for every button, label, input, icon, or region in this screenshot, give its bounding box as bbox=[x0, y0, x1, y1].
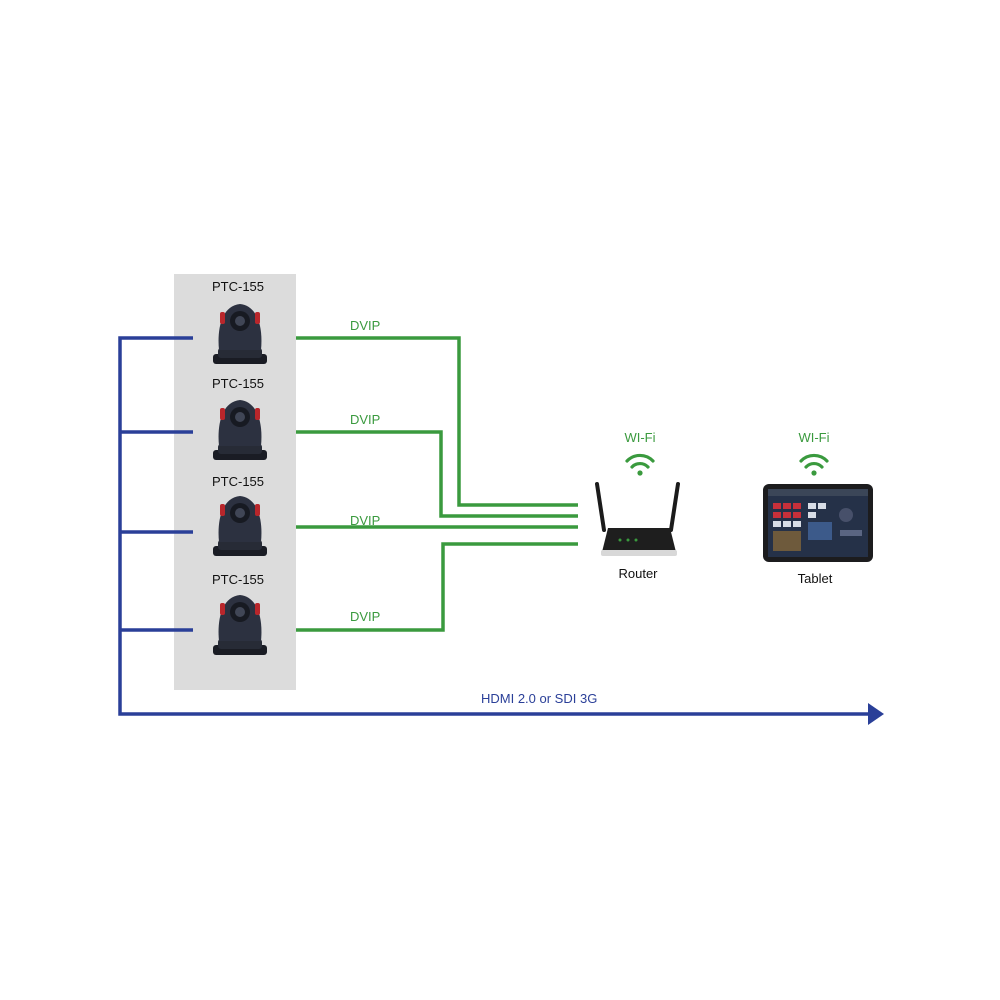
camera-2-label: PTC-155 bbox=[211, 376, 265, 391]
router-icon bbox=[595, 482, 680, 556]
dvip-line-2 bbox=[296, 430, 578, 518]
camera-4 bbox=[213, 595, 267, 655]
hdmi-sdi-label: HDMI 2.0 or SDI 3G bbox=[481, 691, 598, 706]
video-line-camera-1 bbox=[118, 336, 870, 716]
tablet-wifi-label: WI-Fi bbox=[798, 430, 830, 445]
camera-1-label: PTC-155 bbox=[211, 279, 265, 294]
router-wifi-label: WI-Fi bbox=[624, 430, 656, 445]
dvip-line-4 bbox=[296, 542, 578, 632]
tablet-icon bbox=[763, 484, 873, 562]
video-bus bbox=[118, 336, 870, 716]
router-wifi-icon bbox=[625, 453, 655, 476]
dvip-label-1: DVIP bbox=[350, 318, 381, 333]
dvip-label-4: DVIP bbox=[350, 609, 381, 624]
video-bus-arrowhead bbox=[868, 703, 884, 725]
camera-1 bbox=[213, 304, 267, 364]
camera-4-label: PTC-155 bbox=[211, 572, 265, 587]
camera-3 bbox=[213, 496, 267, 556]
camera-2 bbox=[213, 400, 267, 460]
camera-3-label: PTC-155 bbox=[211, 474, 265, 489]
dvip-label-2: DVIP bbox=[350, 412, 381, 427]
dvip-label-3: DVIP bbox=[350, 513, 381, 528]
dvip-line-1 bbox=[296, 336, 578, 507]
tablet-wifi-icon bbox=[799, 453, 829, 476]
tablet-label: Tablet bbox=[797, 571, 833, 586]
router-label: Router bbox=[618, 566, 658, 581]
dvip-lines bbox=[296, 336, 578, 632]
